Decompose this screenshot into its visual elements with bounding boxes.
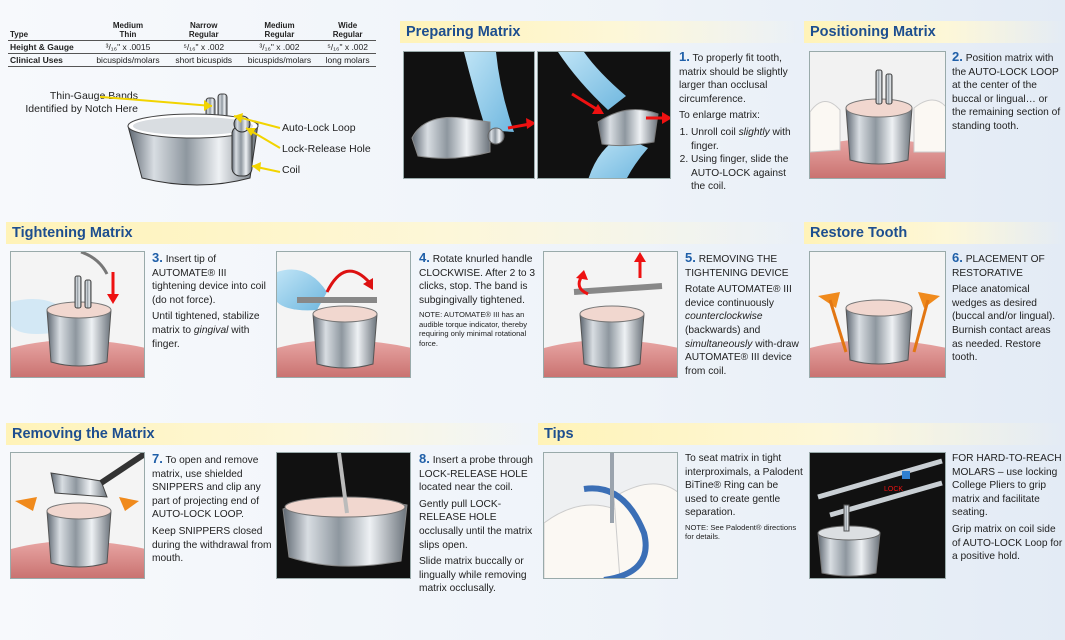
- table-cell: short bicuspids: [167, 53, 240, 67]
- step-text: Rotate AUTOMATE® III device continuously…: [685, 284, 799, 377]
- step-heading: PLACEMENT OF RESTORATIVE: [952, 254, 1045, 279]
- col-narrow-regular-1: Narrow: [189, 21, 218, 30]
- photo-snippers: [10, 452, 145, 579]
- step-text: Grip matrix on coil side of AUTO-LOCK Lo…: [952, 523, 1063, 563]
- col-medium-thin-2: Thin: [119, 30, 137, 39]
- col-narrow-regular-2: Regular: [188, 30, 219, 39]
- step-number: 3.: [152, 250, 163, 265]
- step-text: Gently pull LOCK-RELEASE HOLE occlusally…: [419, 498, 533, 551]
- photo-college-pliers: LOCK: [809, 452, 946, 579]
- photo-position-matrix: [809, 51, 946, 179]
- step-text: To open and remove matrix, use shielded …: [152, 455, 261, 521]
- step-number: 7.: [152, 451, 163, 466]
- col-wide-regular-2: Regular: [332, 30, 363, 39]
- section-preparing-matrix: Preparing Matrix: [400, 21, 800, 43]
- step-number: 6.: [952, 250, 963, 265]
- step-heading: REMOVING THE TIGHTENING DEVICE: [685, 254, 789, 279]
- step-text: Rotate knurled handle CLOCKWISE. After 2…: [419, 254, 536, 306]
- step-text: To seat matrix in tight interproximals, …: [685, 453, 803, 519]
- step-7: 7. To open and remove matrix, use shield…: [152, 452, 272, 569]
- step-text: Insert a probe through LOCK-RELEASE HOLE…: [419, 455, 533, 494]
- step-text: Insert tip of AUTOMATE® III tightening d…: [152, 254, 266, 306]
- step-4: 4. Rotate knurled handle CLOCKWISE. Afte…: [419, 251, 541, 351]
- matrix-band-diagram: [100, 93, 281, 186]
- step-1: 1. To properly fit tooth, matrix should …: [679, 50, 799, 194]
- section-removing-matrix: Removing the Matrix: [6, 423, 536, 445]
- section-tips: Tips: [538, 423, 1065, 445]
- photo-slide-autolock: [537, 51, 671, 179]
- table-cell: long molars: [319, 53, 376, 67]
- tip-1: To seat matrix in tight interproximals, …: [685, 452, 803, 545]
- step-6: 6. PLACEMENT OF RESTORATIVE Place anatom…: [952, 251, 1064, 368]
- col-medium-thin-1: Medium: [112, 21, 144, 30]
- list-item: Unroll coil slightly with finger.: [691, 126, 799, 153]
- section-restore-tooth: Restore Tooth: [804, 222, 1065, 244]
- step-8: 8. Insert a probe through LOCK-RELEASE H…: [419, 452, 539, 599]
- photo-restore-tooth: [809, 251, 946, 378]
- step-number: 4.: [419, 250, 430, 265]
- step-text: Slide matrix buccally or lingually while…: [419, 556, 527, 595]
- step-text: Place anatomical wedges as desired (bucc…: [952, 284, 1056, 364]
- step-number: 5.: [685, 250, 696, 265]
- col-medium-regular-1: Medium: [264, 21, 295, 30]
- section-positioning-matrix: Positioning Matrix: [804, 21, 1065, 43]
- list-item: Using finger, slide the AUTO-LOCK agains…: [691, 153, 799, 194]
- table-cell: ³/₁₆" x .002: [239, 40, 320, 54]
- step-note: NOTE: AUTOMATE® III has an audible torqu…: [419, 310, 528, 348]
- callout-lock-release: Lock-Release Hole: [282, 143, 371, 155]
- section-tightening-matrix: Tightening Matrix: [6, 222, 802, 244]
- step-text: FOR HARD-TO-REACH MOLARS – use locking C…: [952, 453, 1062, 519]
- table-cell: bicuspids/molars: [239, 53, 320, 67]
- step-number: 1.: [679, 49, 690, 64]
- photo-rotate-handle: [276, 251, 411, 378]
- step-number: 8.: [419, 451, 430, 466]
- step-text: To properly fit tooth, matrix should be …: [679, 53, 788, 105]
- step-5: 5. REMOVING THE TIGHTENING DEVICE Rotate…: [685, 251, 803, 381]
- col-type: Type: [8, 20, 89, 41]
- photo-unroll-coil: [403, 51, 535, 179]
- step-text: Position matrix with the AUTO-LOCK LOOP …: [952, 53, 1061, 132]
- callout-auto-lock: Auto-Lock Loop: [282, 122, 356, 134]
- table-cell: ⁵/₁₆" x .002: [167, 40, 240, 54]
- table-cell: ³/₁₆" x .0015: [88, 40, 168, 54]
- col-wide-regular-1: Wide: [338, 21, 358, 30]
- photo-probe-release: [276, 452, 411, 579]
- table-cell: bicuspids/molars: [88, 53, 168, 67]
- row-clinical-label: Clinical Uses: [8, 53, 89, 67]
- row-height-label: Height & Gauge: [8, 40, 89, 54]
- step-number: 2.: [952, 49, 963, 64]
- step-2: 2. Position matrix with the AUTO-LOCK LO…: [952, 50, 1062, 137]
- tip-2: FOR HARD-TO-REACH MOLARS – use locking C…: [952, 452, 1064, 567]
- step-note: NOTE: See Palodent® directions for detai…: [685, 522, 797, 542]
- step-3: 3. Insert tip of AUTOMATE® III tightenin…: [152, 251, 270, 354]
- photo-insert-device: [10, 251, 145, 378]
- photo-bitine-ring: [543, 452, 678, 579]
- step-subhead: To enlarge matrix:: [679, 110, 760, 122]
- callout-coil: Coil: [282, 164, 301, 176]
- lock-label: LOCK: [884, 486, 903, 493]
- photo-remove-device: [543, 251, 678, 378]
- step-text: Keep SNIPPERS closed during the withdraw…: [152, 525, 272, 565]
- step-text: Until tightened, stabilize matrix to gin…: [152, 311, 260, 350]
- col-medium-regular-2: Regular: [264, 30, 295, 39]
- table-cell: ⁵/₁₆" x .002: [319, 40, 376, 54]
